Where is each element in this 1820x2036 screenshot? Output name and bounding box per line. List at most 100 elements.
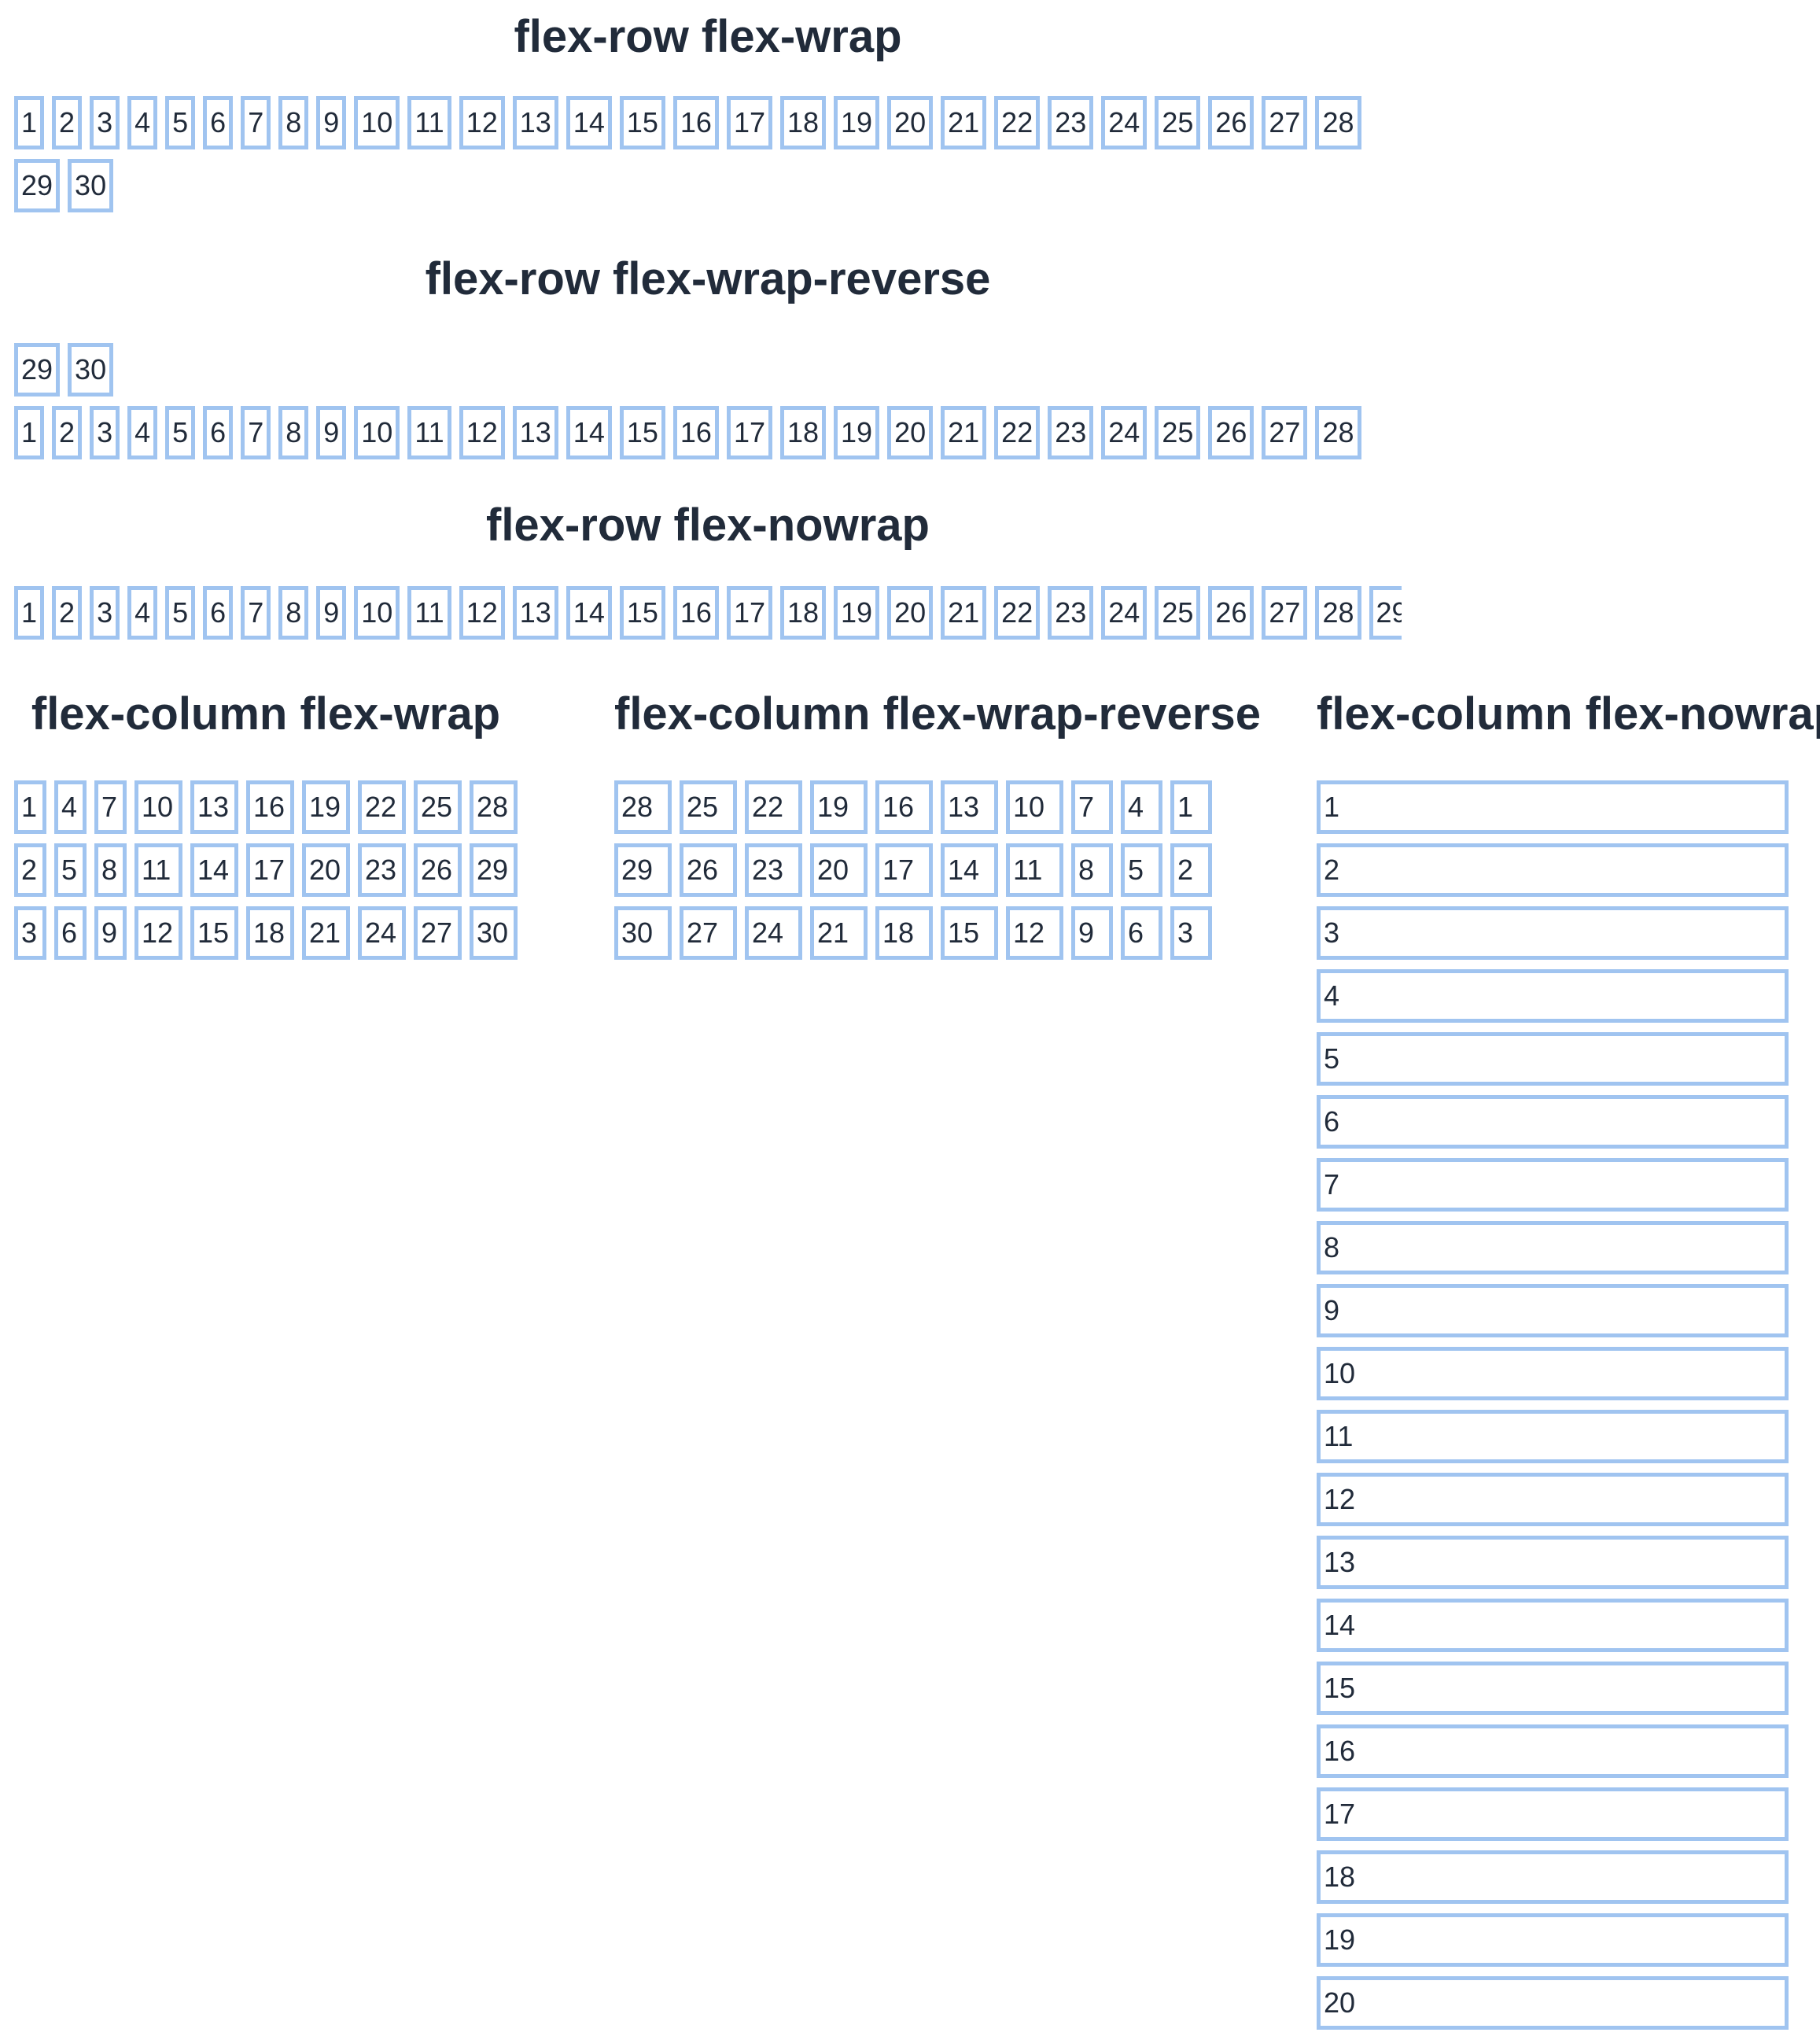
- flex-item-box: 30: [614, 906, 672, 960]
- flex-item-box: 1: [1170, 780, 1212, 834]
- flex-item-box: 13: [512, 406, 558, 459]
- section-title-flex-row-flex-wrap: flex-row flex-wrap: [514, 11, 902, 62]
- flex-item-box: 9: [94, 906, 127, 960]
- flex-item-box: 6: [203, 96, 234, 149]
- flex-item-box: 8: [94, 843, 127, 897]
- flex-item-box: 6: [203, 586, 234, 640]
- flex-item-box: 20: [887, 406, 934, 459]
- flex-item-box: 2: [1170, 843, 1212, 897]
- flex-item-box: 12: [1317, 1473, 1789, 1526]
- flex-item-box: 30: [469, 906, 518, 960]
- flex-item-box: 17: [726, 406, 772, 459]
- flex-item-box: 3: [90, 96, 120, 149]
- flex-item-box: 2: [1317, 843, 1789, 897]
- section-title-flex-column-flex-wrap-reverse: flex-column flex-wrap-reverse: [614, 688, 1261, 740]
- flex-item-box: 5: [1120, 843, 1162, 897]
- flex-item-box: 13: [512, 586, 558, 640]
- flex-item-box: 15: [619, 586, 665, 640]
- flex-item-box: 23: [357, 843, 406, 897]
- flex-item-box: 14: [941, 843, 998, 897]
- flex-item-box: 7: [241, 586, 271, 640]
- flex-item-box: 27: [680, 906, 737, 960]
- flex-item-box: 26: [413, 843, 462, 897]
- flex-item-box: 26: [1208, 96, 1254, 149]
- section-title-flex-column-flex-wrap: flex-column flex-wrap: [31, 688, 501, 740]
- flex-item-box: 15: [619, 406, 665, 459]
- flex-item-box: 2: [52, 586, 83, 640]
- flex-item-box: 30: [68, 343, 114, 397]
- flex-item-box: 19: [810, 780, 868, 834]
- flex-item-box: 24: [1101, 406, 1148, 459]
- flex-item-box: 27: [1262, 96, 1308, 149]
- flex-item-box: 4: [53, 780, 87, 834]
- flex-item-box: 16: [672, 586, 719, 640]
- flex-item-box: 25: [413, 780, 462, 834]
- flex-item-box: 21: [941, 406, 987, 459]
- flex-item-box: 20: [810, 843, 868, 897]
- flex-item-box: 27: [1262, 406, 1308, 459]
- flex-item-box: 19: [834, 96, 880, 149]
- flex-item-box: 20: [887, 586, 934, 640]
- flex-item-box: 6: [1317, 1095, 1789, 1149]
- flex-item-box: 18: [779, 96, 827, 149]
- flex-item-box: 20: [1317, 1976, 1789, 2030]
- flex-item-box: 23: [1048, 586, 1094, 640]
- flex-item-box: 19: [301, 780, 350, 834]
- flex-item-box: 9: [1071, 906, 1113, 960]
- flex-item-box: 15: [941, 906, 998, 960]
- flex-item-box: 10: [1006, 780, 1063, 834]
- flex-item-box: 9: [1317, 1284, 1789, 1337]
- flex-item-box: 16: [1317, 1724, 1789, 1778]
- flex-item-box: 15: [1317, 1662, 1789, 1715]
- flex-item-box: 2: [52, 96, 83, 149]
- flex-item-box: 29: [614, 843, 672, 897]
- flex-item-box: 2: [52, 406, 83, 459]
- flex-item-box: 12: [459, 406, 505, 459]
- flex-item-box: 18: [245, 906, 294, 960]
- section-title-flex-row-flex-wrap-reverse: flex-row flex-wrap-reverse: [425, 253, 991, 304]
- section-title-flex-row-flex-nowrap: flex-row flex-nowrap: [486, 500, 930, 551]
- flex-item-box: 25: [1155, 586, 1201, 640]
- flex-item-box: 13: [190, 780, 238, 834]
- flex-item-box: 21: [301, 906, 350, 960]
- flex-item-box: 30: [68, 159, 114, 212]
- flex-item-box: 20: [887, 96, 934, 149]
- flex-item-box: 8: [278, 96, 309, 149]
- flex-item-box: 8: [278, 586, 309, 640]
- flex-item-box: 14: [566, 96, 612, 149]
- flex-item-box: 9: [316, 96, 347, 149]
- flex-item-box: 1: [14, 780, 46, 834]
- flex-item-box: 5: [165, 406, 196, 459]
- flex-item-box: 25: [1155, 96, 1201, 149]
- flex-item-box: 16: [875, 780, 933, 834]
- flex-item-box: 23: [745, 843, 802, 897]
- flex-item-box: 19: [834, 586, 880, 640]
- flex-item-box: 10: [1317, 1347, 1789, 1400]
- flex-item-box: 21: [941, 96, 987, 149]
- flex-item-box: 8: [278, 406, 309, 459]
- flex-item-box: 18: [875, 906, 933, 960]
- flex-item-box: 18: [1317, 1850, 1789, 1904]
- flex-item-box: 5: [1317, 1032, 1789, 1086]
- flex-item-box: 6: [1120, 906, 1162, 960]
- flex-item-box: 20: [301, 843, 350, 897]
- flex-item-box: 15: [619, 96, 665, 149]
- flex-item-box: 17: [726, 586, 772, 640]
- flex-item-box: 25: [1155, 406, 1201, 459]
- flex-item-box: 11: [1006, 843, 1063, 897]
- flex-item-box: 13: [1317, 1536, 1789, 1589]
- flex-item-box: 24: [1101, 586, 1148, 640]
- flex-item-box: 24: [745, 906, 802, 960]
- flex-item-box: 17: [245, 843, 294, 897]
- flex-item-box: 25: [680, 780, 737, 834]
- flex-item-box: 8: [1317, 1221, 1789, 1274]
- flexbox-demo-page: { "page": { "background": "#ffffff", "bo…: [0, 11, 1820, 2030]
- flex-item-box: 28: [469, 780, 518, 834]
